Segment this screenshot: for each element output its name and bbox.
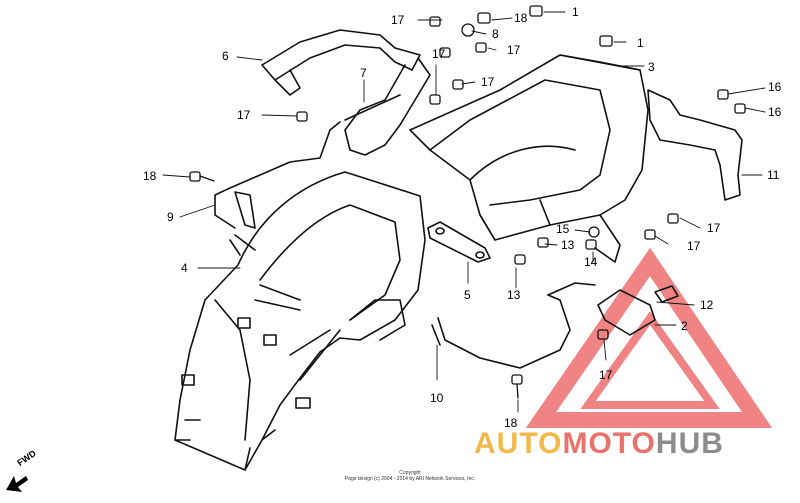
callout-12: 12 xyxy=(700,298,714,312)
callout-17: 17 xyxy=(237,108,251,122)
callout-1: 1 xyxy=(572,5,579,19)
pipe-9 xyxy=(214,121,341,229)
bracket-2 xyxy=(597,289,656,336)
callout-17: 17 xyxy=(507,43,521,57)
callout-17: 17 xyxy=(687,239,701,253)
callout-13: 13 xyxy=(561,238,575,252)
callout-16: 16 xyxy=(768,80,782,94)
callout-10: 10 xyxy=(430,391,444,405)
leader-lines xyxy=(162,11,766,413)
copyright-line1: Copyright xyxy=(399,470,421,476)
callout-17: 17 xyxy=(481,75,495,89)
brand-part-moto: MOTO xyxy=(562,427,656,460)
callout-1: 1 xyxy=(637,36,644,50)
pipe-10 xyxy=(431,282,596,369)
stay-plate xyxy=(427,221,491,263)
callout-18: 18 xyxy=(143,169,157,183)
callout-3: 3 xyxy=(648,60,655,74)
callout-8: 8 xyxy=(492,27,499,41)
rear-fender xyxy=(174,171,426,471)
callout-5: 5 xyxy=(464,288,471,302)
forward-arrow-icon xyxy=(6,476,28,492)
callout-17: 17 xyxy=(707,221,721,235)
callout-17: 17 xyxy=(391,13,405,27)
callout-9: 9 xyxy=(167,210,174,224)
seat-tray xyxy=(409,54,649,263)
callout-4: 4 xyxy=(181,261,188,275)
watermark-triangle xyxy=(525,247,773,428)
brand-part-auto: AUTO xyxy=(474,427,563,460)
callout-2: 2 xyxy=(681,319,688,333)
brand-part-hub: HUB xyxy=(655,427,724,460)
callout-11: 11 xyxy=(767,168,780,182)
copyright-notice: Copyright Page design (c) 2004 - 2014 by… xyxy=(300,470,520,482)
fasteners xyxy=(189,5,746,399)
callout-17: 17 xyxy=(599,368,613,382)
callout-18: 18 xyxy=(514,11,528,25)
callout-7: 7 xyxy=(360,66,367,80)
callout-18: 18 xyxy=(504,416,518,430)
callout-13: 13 xyxy=(507,288,521,302)
grab-rail xyxy=(261,29,431,156)
plate-12 xyxy=(654,285,679,303)
callout-17: 17 xyxy=(432,47,446,61)
callout-15: 15 xyxy=(556,222,570,236)
callout-14: 14 xyxy=(584,255,598,269)
copyright-line2: Page design (c) 2004 - 2014 by ARI Netwo… xyxy=(344,476,476,482)
brand-watermark: AUTOMOTOHUB xyxy=(474,427,724,461)
tail-bracket xyxy=(647,89,743,201)
callout-16: 16 xyxy=(768,105,782,119)
callout-6: 6 xyxy=(222,49,229,63)
